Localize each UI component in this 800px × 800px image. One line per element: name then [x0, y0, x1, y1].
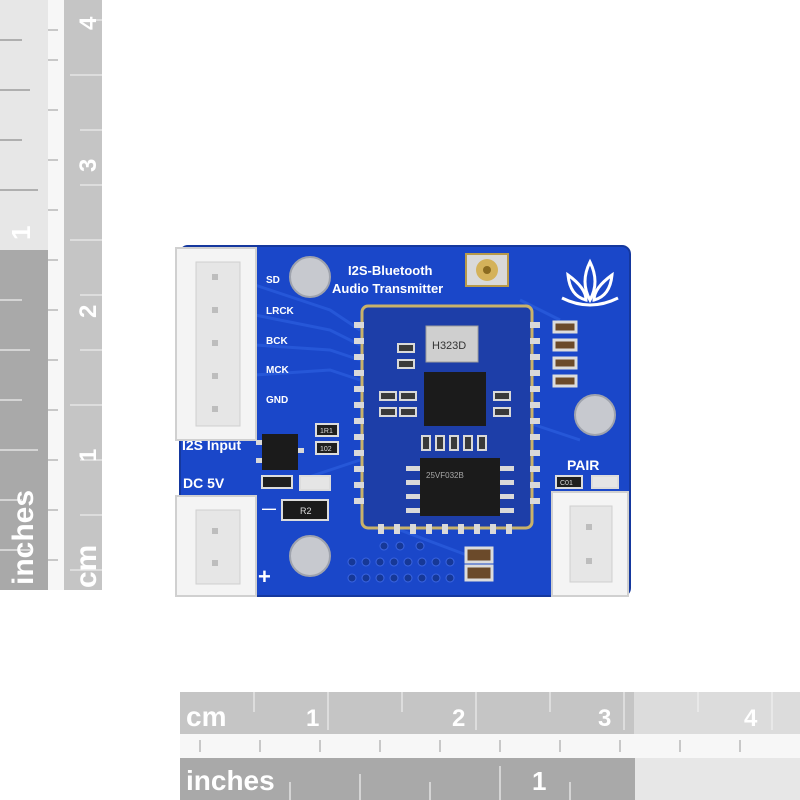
- vertical-cm-label-3: 3: [75, 159, 102, 172]
- horizontal-cm-label-1: 1: [306, 705, 319, 732]
- i2s-connector: [175, 247, 257, 441]
- vertical-inch-label-1: 1: [6, 226, 36, 240]
- res-r2-marking: R2: [300, 506, 312, 516]
- vertical-cm-label-4: 4: [75, 16, 102, 30]
- minus-label: —: [262, 500, 276, 516]
- board-title-line1: I2S-Bluetooth: [348, 263, 433, 278]
- res-1r1-marking: 1R1: [320, 428, 333, 435]
- horizontal-cm-label-2: 2: [452, 705, 465, 732]
- horizontal-cm-label-4: 4: [744, 705, 758, 732]
- flash-marking: 25VF032B: [426, 471, 464, 480]
- pcb-board: I2S-Bluetooth Audio Transmitter SD LRCK …: [175, 245, 631, 597]
- res-102-marking: 102: [320, 446, 332, 453]
- mounting-hole: [289, 256, 331, 298]
- vertical-ruler: inches cm 1 4 3 2 1: [0, 0, 103, 590]
- pin-label-gnd: GND: [266, 395, 288, 406]
- pin-label-bck: BCK: [266, 336, 288, 347]
- vertical-unit-inches: inches: [7, 490, 40, 585]
- bluetooth-module: H323D 25VF032B: [354, 304, 540, 534]
- power-connector: [175, 495, 257, 597]
- vertical-cm-label-1: 1: [75, 449, 102, 462]
- horizontal-unit-cm: cm: [186, 701, 226, 732]
- vertical-cm-label-2: 2: [75, 305, 102, 318]
- antenna-connector: [465, 253, 509, 287]
- mounting-hole: [289, 535, 331, 577]
- pair-connector: [551, 491, 629, 597]
- dc-5v-label: DC 5V: [183, 475, 225, 491]
- lotus-logo-icon: [561, 258, 619, 307]
- mounting-hole: [574, 394, 616, 436]
- pin-label-lrck: LRCK: [266, 306, 295, 317]
- horizontal-cm-label-3: 3: [598, 705, 611, 732]
- plus-label: +: [258, 564, 271, 589]
- res-c01-marking: C01: [560, 480, 573, 487]
- crystal-marking: H323D: [432, 340, 466, 352]
- pin-label-sd: SD: [266, 275, 280, 286]
- pair-label: PAIR: [567, 457, 599, 473]
- horizontal-ruler: cm inches 1 2 3 4 1: [180, 692, 800, 800]
- horizontal-inch-label-1: 1: [532, 766, 546, 796]
- board-title-line2: Audio Transmitter: [332, 281, 443, 296]
- horizontal-unit-inches: inches: [186, 765, 275, 796]
- vertical-unit-cm: cm: [70, 545, 103, 588]
- pin-label-mck: MCK: [266, 365, 290, 376]
